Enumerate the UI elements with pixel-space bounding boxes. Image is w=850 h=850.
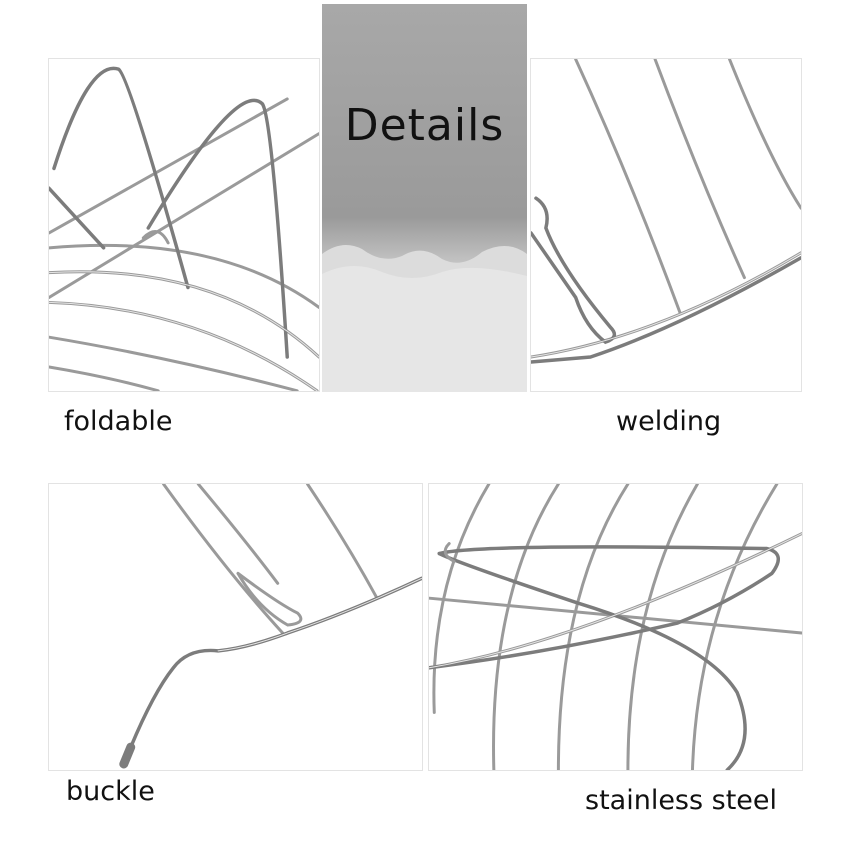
caption-buckle: buckle [66,776,155,807]
stainless-steel-rack-drawing [429,484,802,770]
caption-welding: welding [616,406,722,437]
banner-wave-decoration [322,245,527,392]
stainless-steel-photo [428,483,803,771]
buckle-photo [48,483,423,771]
caption-foldable: foldable [64,406,173,437]
details-banner: Details [322,4,527,392]
welding-photo [530,58,802,392]
welding-rack-drawing [531,59,801,364]
caption-stainless-steel: stainless steel [585,785,778,816]
banner-title: Details [344,100,505,151]
foldable-photo [48,58,320,392]
foldable-rack-drawing [49,66,319,391]
buckle-rack-drawing [119,484,422,769]
